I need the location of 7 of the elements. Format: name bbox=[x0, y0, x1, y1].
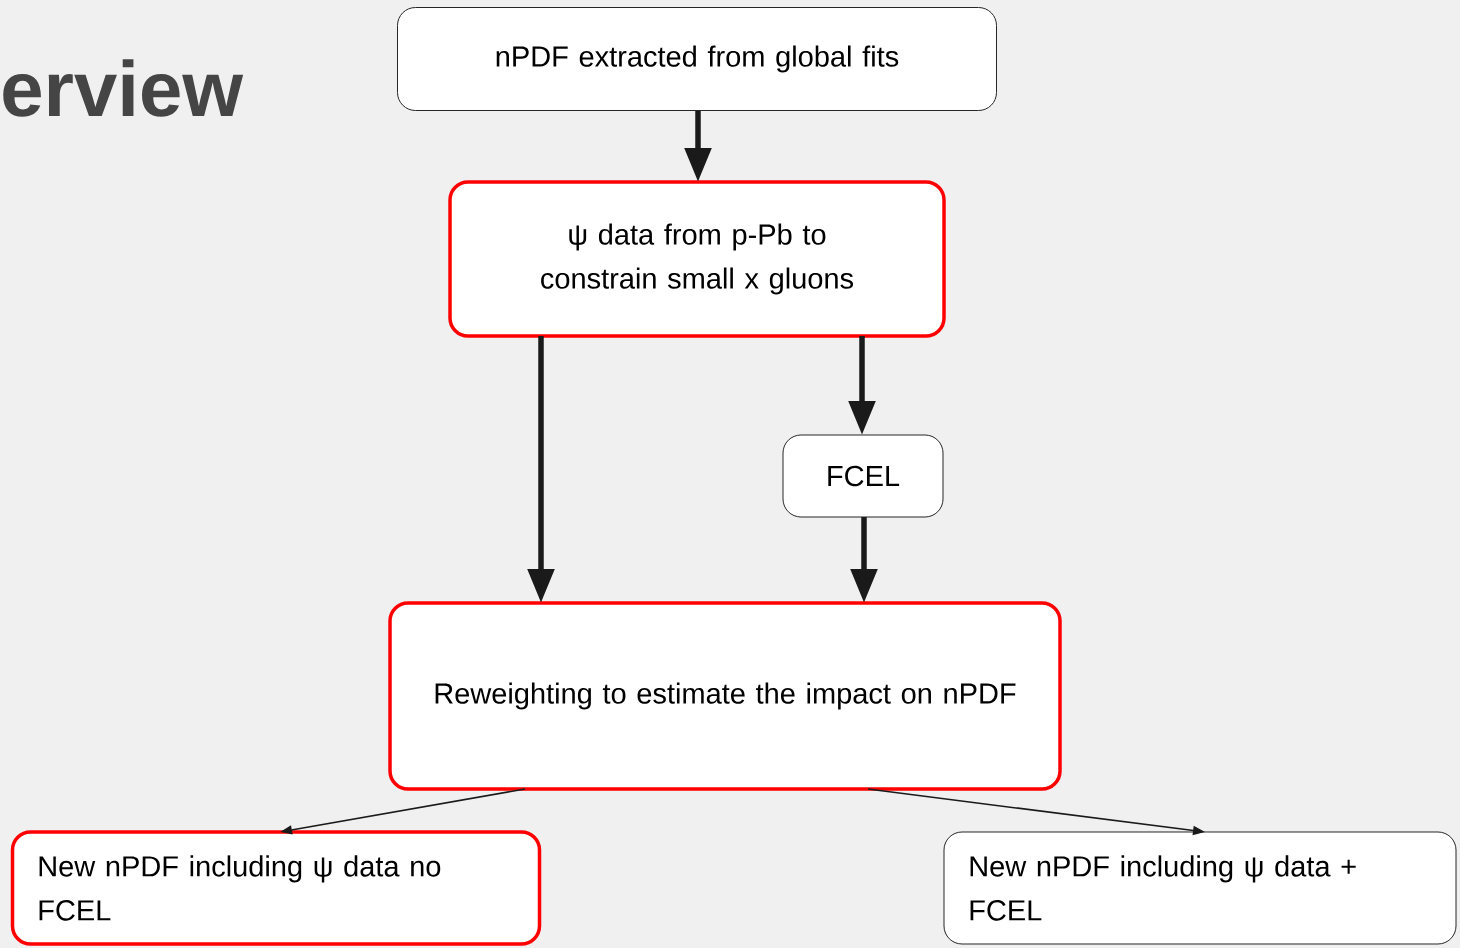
process-box: FCEL bbox=[782, 434, 944, 518]
process-box: nPDF extracted from global fits bbox=[397, 7, 997, 111]
highlighted-box: New nPDF including ψ data no FCEL bbox=[10, 830, 542, 946]
slide-title: erview bbox=[3, 59, 244, 117]
process-box: New nPDF including ψ data + FCEL bbox=[943, 831, 1457, 945]
highlighted-box: Reweighting to estimate the impact on nPDF bbox=[388, 601, 1062, 791]
highlighted-box: ψ data from p-Pb to constrain small x gluons bbox=[448, 180, 946, 338]
